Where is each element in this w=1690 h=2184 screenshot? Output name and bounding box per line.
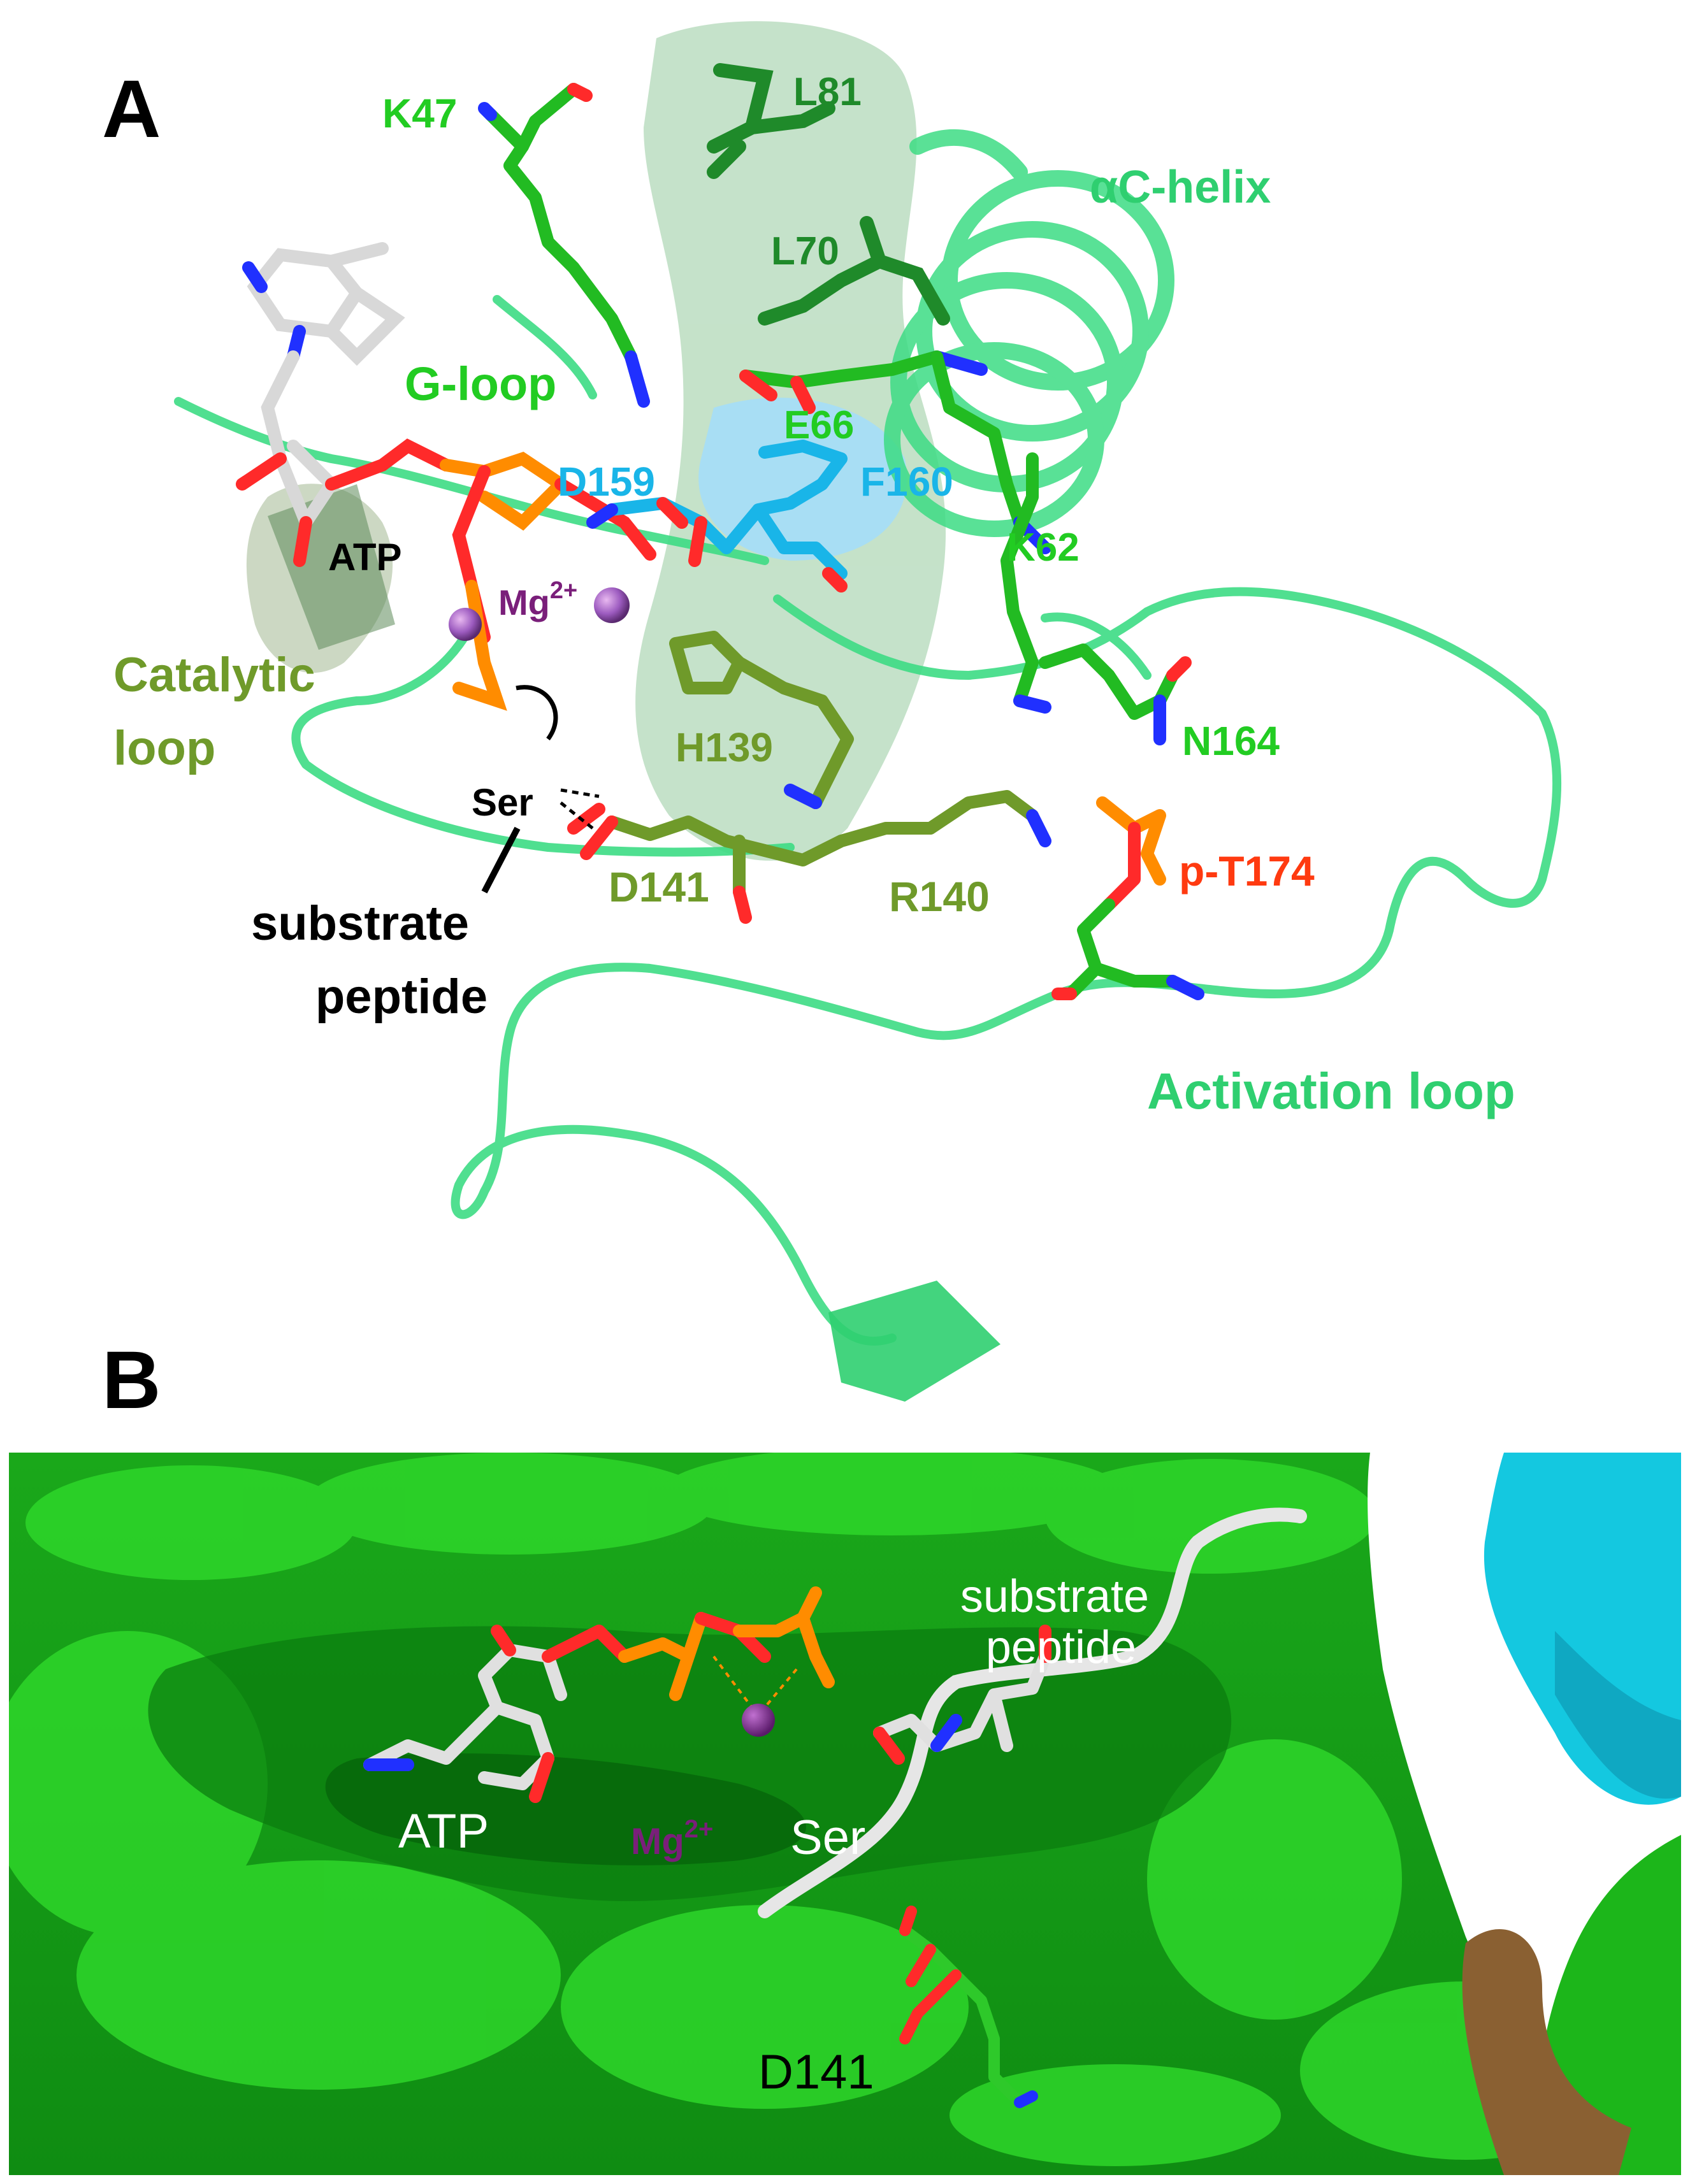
panel-a: A bbox=[102, 21, 1562, 1402]
mg-coordination-dashes bbox=[712, 1655, 798, 1709]
k47-sticks bbox=[478, 83, 650, 408]
label-substrate-b-1: substrate bbox=[960, 1571, 1149, 1622]
protein-surface-brown bbox=[1462, 1929, 1631, 2175]
label-r140: R140 bbox=[889, 873, 990, 920]
k62-sticks bbox=[1000, 452, 1051, 714]
label-mg-a: Mg2+ bbox=[498, 577, 577, 622]
label-n164: N164 bbox=[1182, 718, 1280, 764]
mg-ion-2 bbox=[594, 587, 630, 623]
label-f160: F160 bbox=[860, 459, 953, 505]
catalytic-loop-sticks bbox=[567, 631, 1051, 924]
d141-sticks-b bbox=[899, 1906, 1038, 2108]
panel-b-letter: B bbox=[102, 1335, 161, 1426]
n164-sticks bbox=[1039, 643, 1192, 745]
label-ac-helix: αC-helix bbox=[1090, 162, 1271, 213]
label-substrate-a-2: peptide bbox=[315, 970, 487, 1024]
ser-contact-lines bbox=[481, 685, 600, 894]
label-d159: D159 bbox=[558, 459, 655, 505]
label-l81: L81 bbox=[793, 70, 862, 114]
label-atp-a: ATP bbox=[328, 536, 402, 578]
label-ser-a: Ser bbox=[472, 781, 533, 824]
l70-sticks bbox=[758, 216, 950, 326]
label-substrate-a-1: substrate bbox=[251, 896, 469, 951]
mg-ion-b bbox=[742, 1704, 775, 1737]
label-atp-b: ATP bbox=[398, 1804, 489, 1858]
mg-ion-1 bbox=[449, 608, 482, 641]
label-l70: L70 bbox=[771, 229, 839, 273]
pt174-sticks bbox=[1051, 796, 1204, 1000]
panel-a-letter: A bbox=[102, 64, 161, 155]
label-activation-loop: Activation loop bbox=[1147, 1063, 1515, 1119]
protein-surface-cyan-shade bbox=[1555, 1631, 1681, 1799]
label-d141-a: D141 bbox=[609, 863, 709, 910]
label-ser-b: Ser bbox=[790, 1811, 865, 1865]
label-k47: K47 bbox=[382, 90, 457, 136]
l81-sticks bbox=[707, 63, 835, 179]
substrate-peptide-tube bbox=[758, 1507, 1307, 1918]
atp-molecule-b bbox=[363, 1586, 835, 1803]
label-catalytic-loop-1: Catalytic bbox=[113, 648, 315, 702]
beta-strand-arrow bbox=[828, 1281, 1000, 1402]
label-h139: H139 bbox=[675, 724, 773, 770]
d159-f160-sticks bbox=[586, 440, 848, 593]
label-g-loop: G-loop bbox=[405, 357, 556, 410]
binding-cleft-deep bbox=[325, 1753, 806, 1865]
label-d141-b: D141 bbox=[758, 2045, 874, 2099]
label-catalytic-loop-2: loop bbox=[113, 721, 215, 775]
label-e66: E66 bbox=[784, 403, 854, 447]
label-k62: K62 bbox=[1007, 526, 1080, 570]
label-pt174: p-T174 bbox=[1179, 847, 1315, 894]
label-mg-b: Mg2+ bbox=[631, 1815, 713, 1862]
panel-b: B bbox=[9, 1335, 1681, 2175]
label-substrate-b-2: peptide bbox=[986, 1622, 1136, 1673]
ser-sticks-b bbox=[873, 1625, 1051, 1765]
